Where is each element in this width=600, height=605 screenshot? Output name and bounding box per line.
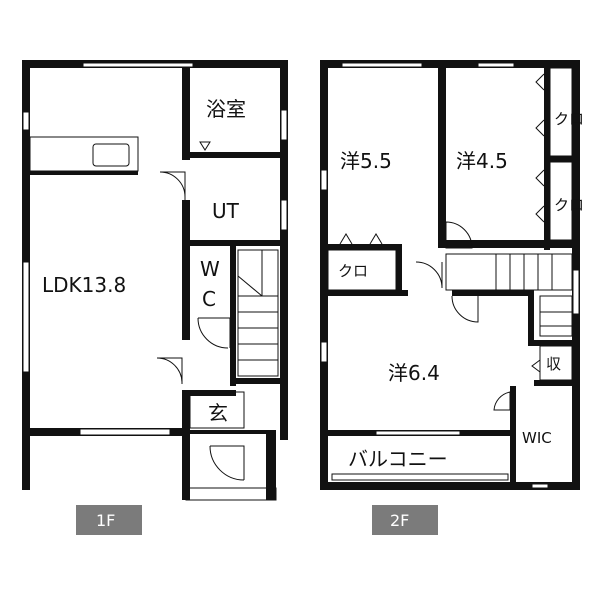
wall: [30, 171, 138, 175]
window: [280, 199, 288, 231]
entrance-porch: [185, 487, 277, 501]
wall: [280, 60, 288, 440]
room-label-ut: UT: [212, 199, 240, 223]
room-label-closet-b: クロ: [554, 110, 584, 128]
room-label-storage: 収: [546, 355, 561, 373]
wall: [438, 60, 446, 248]
door-swing: [493, 391, 511, 411]
storage-outline: [539, 345, 573, 381]
wall: [190, 152, 280, 158]
entrance-step: [189, 391, 245, 429]
wall: [182, 390, 190, 500]
window: [79, 428, 171, 436]
door-swing: [415, 261, 443, 289]
window: [280, 109, 288, 141]
room-label-bath: 浴室: [206, 97, 246, 121]
closet-outline: [549, 161, 573, 241]
wall: [544, 60, 550, 250]
wall: [534, 380, 580, 386]
window: [477, 62, 515, 68]
room-label-wc-bottom: C: [202, 287, 216, 311]
room-label-closet-c: クロ: [554, 196, 584, 214]
wall: [190, 390, 236, 396]
door-swing: [197, 317, 231, 349]
room-label-western-4-5: 洋4.5: [456, 149, 508, 173]
room-label-western-6-4: 洋6.4: [388, 361, 440, 385]
room-label-wc-top: W: [200, 257, 220, 281]
floor-badge-1f: [76, 505, 142, 535]
wall: [182, 200, 190, 340]
door-swing: [159, 171, 186, 200]
wall: [328, 244, 402, 250]
window: [572, 269, 580, 315]
wall: [190, 240, 280, 246]
floor-2f-plan: 洋5.5 洋4.5 洋6.4 クロ クロ クロ 収 WIC バルコニー 2F: [320, 60, 584, 535]
window: [375, 430, 461, 436]
floor-badge-1f-label: 1F: [96, 511, 115, 530]
window: [531, 483, 549, 489]
wall: [528, 290, 534, 346]
wall: [328, 290, 408, 296]
room-label-balcony: バルコニー: [348, 447, 448, 471]
wall: [182, 60, 190, 160]
wall: [230, 246, 236, 386]
wall: [396, 244, 402, 296]
wall: [528, 340, 580, 346]
room-label-entrance: 玄: [208, 401, 228, 425]
room-label-western-5-5: 洋5.5: [340, 149, 392, 173]
door-swing: [445, 221, 473, 249]
wall: [320, 60, 328, 490]
window: [22, 261, 30, 373]
door-swing: [199, 141, 211, 151]
floor-badge-2f-label: 2F: [390, 511, 409, 530]
balcony-rail: [331, 473, 509, 481]
door-swing: [156, 357, 183, 384]
room-label-wic: WIC: [522, 429, 552, 447]
closet-outline: [327, 249, 397, 291]
wall: [446, 240, 580, 248]
closet-door-marks: [339, 73, 545, 373]
wall: [22, 436, 30, 490]
door-swing: [451, 295, 479, 323]
floor-1f-plan: LDK13.8 浴室 UT W C 玄 1F: [22, 60, 288, 535]
window: [320, 169, 328, 191]
wall: [452, 290, 534, 296]
wall: [510, 386, 516, 482]
wall: [320, 482, 580, 490]
wall: [236, 378, 280, 384]
window: [320, 341, 328, 363]
wall: [320, 60, 580, 68]
window: [22, 111, 30, 131]
door-swing: [209, 445, 245, 481]
window: [82, 62, 194, 68]
floor-badge-2f: [372, 505, 438, 535]
room-label-ldk: LDK13.8: [42, 273, 126, 297]
kitchen-sink: [92, 143, 130, 167]
room-label-closet-a: クロ: [338, 262, 368, 280]
wall: [266, 430, 276, 500]
stairs: [237, 249, 279, 377]
window: [341, 62, 423, 68]
stairs: [445, 253, 573, 337]
closet-outline: [549, 67, 573, 157]
wall: [182, 430, 276, 434]
wall: [544, 156, 580, 162]
